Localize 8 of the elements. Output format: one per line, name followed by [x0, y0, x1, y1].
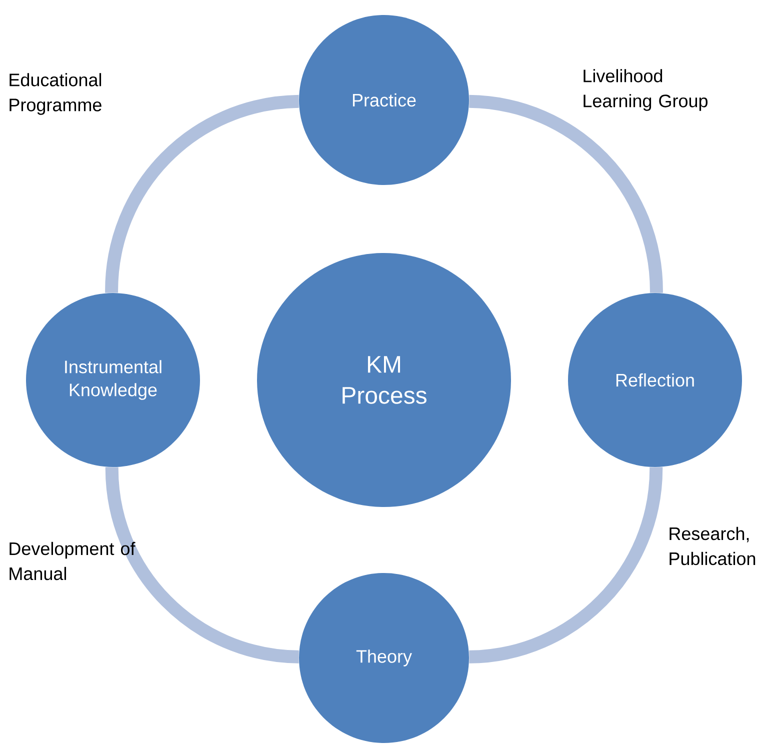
ring-arc	[105, 94, 300, 294]
note-text: Educational Programme	[10, 73, 102, 115]
ring-arc	[468, 94, 663, 294]
note-text: Research, Publication	[670, 526, 756, 566]
ring-arc	[468, 466, 663, 664]
note-text: Development of Manual	[10, 542, 136, 580]
ring-arc	[105, 466, 300, 664]
note-text: Livelihood Learning Group	[584, 69, 708, 111]
